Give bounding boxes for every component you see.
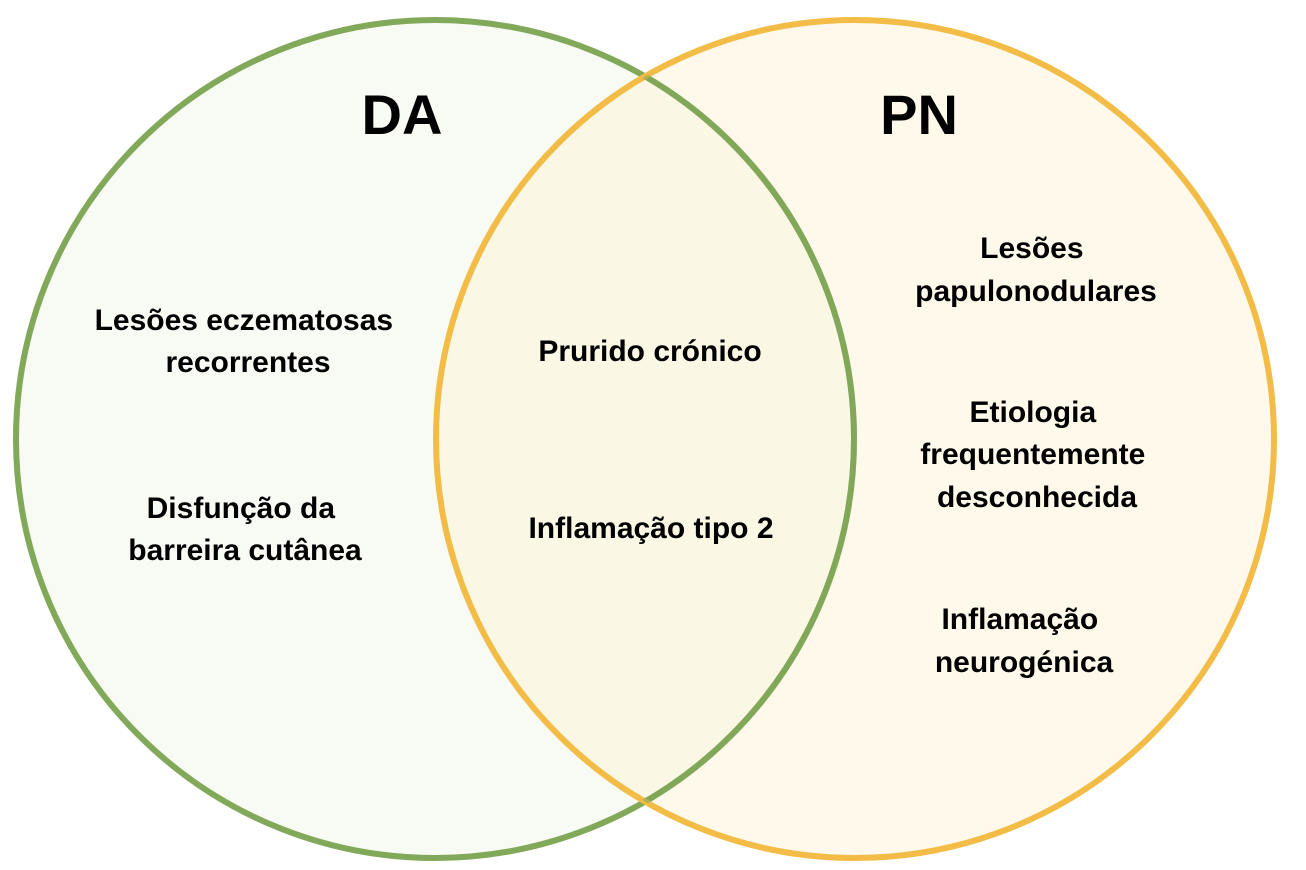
intersection-item-type2-inflammation: Inflamação tipo 2	[528, 512, 773, 545]
set-da-title: DA	[362, 83, 443, 146]
intersection-item-chronic-pruritus: Prurido crónico	[538, 335, 761, 368]
set-da-item-recurrent-eczematous-lesions: Lesões eczematosas recorrentes	[95, 304, 402, 379]
set-pn-item-papulonodular-lesions: Lesões papulonodulares	[915, 232, 1157, 308]
set-pn-item-neurogenic-inflammation: Inflamação neurogénica	[935, 603, 1114, 679]
intersection-fill	[436, 20, 854, 858]
set-da-item-skin-barrier-dysfunction: Disfunção da barreira cutânea	[128, 492, 362, 567]
set-pn-item-unknown-etiology: Etiologia frequentemente desconhecida	[920, 396, 1153, 514]
set-pn-title: PN	[880, 83, 958, 146]
set-da-outline-inner	[436, 20, 857, 858]
set-pn-outline	[433, 17, 1277, 861]
